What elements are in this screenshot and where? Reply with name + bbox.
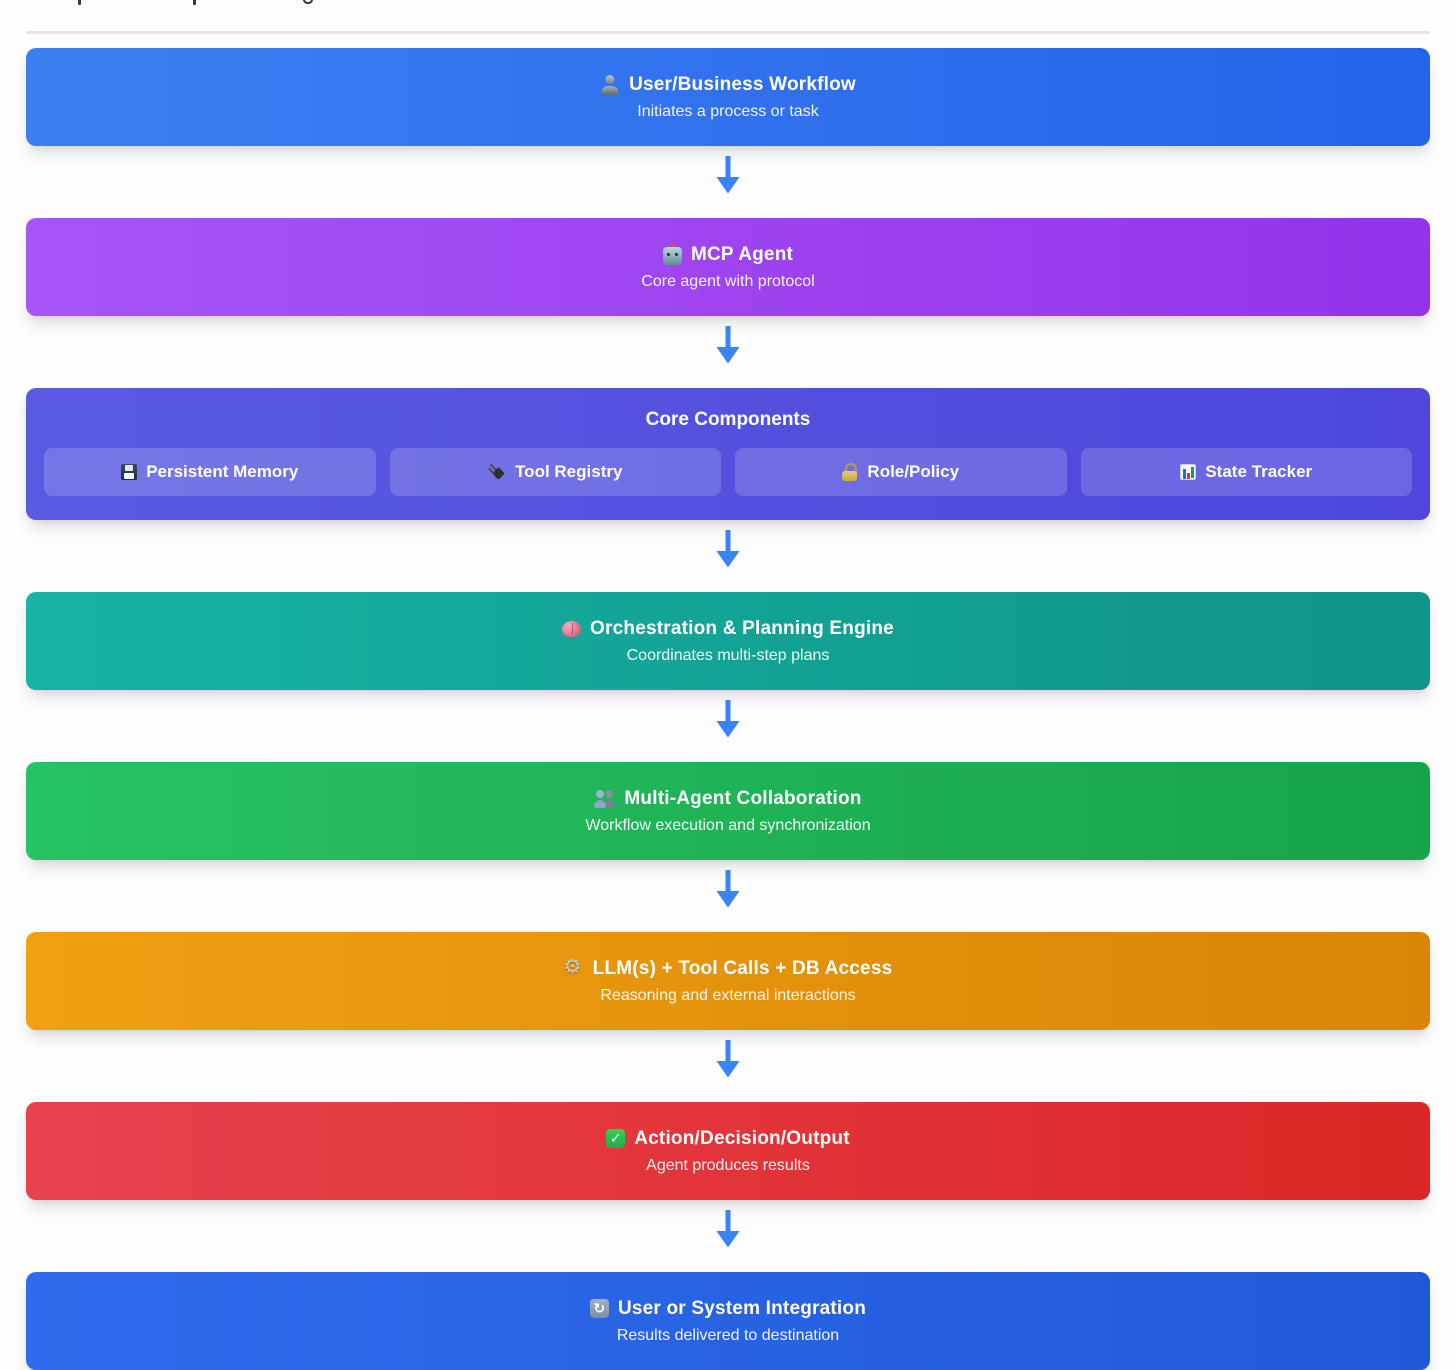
down-arrow-icon (716, 870, 740, 908)
chip-label: Tool Registry (515, 462, 623, 481)
node-title: MCP Agent (690, 243, 794, 265)
down-arrow-icon (716, 530, 740, 568)
node-subtitle: Reasoning and external interactions (600, 986, 856, 1004)
chip-tool-registry: Tool Registry (389, 448, 721, 496)
node-title: User/Business Workflow (629, 73, 856, 95)
node-title: User or System Integration (617, 1297, 867, 1319)
letter-descender-mark (78, 0, 81, 5)
node-title: Core Components (645, 409, 811, 430)
down-arrow-icon (716, 156, 740, 194)
node-title-row: MCP Agent (662, 243, 794, 266)
node-multi-agent-collaboration: Multi-Agent Collaboration Workflow execu… (26, 762, 1430, 860)
robot-icon (662, 246, 682, 265)
electric-plug-icon (488, 463, 506, 481)
node-subtitle: Initiates a process or task (637, 102, 819, 120)
node-title-row: Orchestration & Planning Engine (562, 618, 894, 640)
chip-label: Role/Policy (867, 462, 960, 481)
chip-label: Persistent Memory (146, 462, 299, 481)
check-mark-icon (606, 1129, 626, 1148)
down-arrow-icon (716, 1210, 740, 1248)
node-title-row: User/Business Workflow (600, 74, 856, 96)
node-action-decision-output: Action/Decision/Output Agent produces re… (26, 1102, 1430, 1200)
flow-connector (26, 1200, 1430, 1258)
user-silhouette-icon (600, 75, 620, 95)
gear-icon (564, 956, 584, 980)
node-subtitle: Coordinates multi-step plans (626, 646, 830, 664)
node-user-or-system-integration: User or System Integration Results deliv… (26, 1272, 1430, 1370)
people-icon (594, 789, 615, 808)
arrows-cycle-icon (589, 1299, 609, 1318)
chip-role-policy: Role/Policy (735, 448, 1067, 496)
node-subtitle: Workflow execution and synchronization (585, 816, 871, 834)
flow-connector (26, 146, 1430, 204)
node-title-row: User or System Integration (589, 1297, 867, 1320)
node-subtitle: Core agent with protocol (641, 272, 815, 290)
down-arrow-icon (716, 1040, 740, 1078)
lock-icon (842, 463, 858, 481)
letter-descender-mark (303, 0, 313, 4)
node-llm-tools-db: LLM(s) + Tool Calls + DB Access Reasonin… (26, 932, 1430, 1030)
chip-state-tracker: State Tracker (1080, 448, 1412, 496)
down-arrow-icon (716, 326, 740, 364)
node-user-business-workflow: User/Business Workflow Initiates a proce… (26, 48, 1430, 146)
node-title-row: LLM(s) + Tool Calls + DB Access (564, 956, 893, 980)
node-orchestration-planning-engine: Orchestration & Planning Engine Coordina… (26, 592, 1430, 690)
floppy-disk-icon (121, 464, 138, 480)
flow-connector (26, 690, 1430, 748)
cropped-heading-remnant (26, 0, 1430, 6)
node-title: Action/Decision/Output (634, 1127, 850, 1149)
node-core-components: Core Components Persistent Memory Tool R… (26, 388, 1430, 520)
node-title: Multi-Agent Collaboration (624, 787, 862, 809)
flow-connector (26, 1030, 1430, 1088)
brain-icon (562, 620, 582, 637)
flow-connector (26, 520, 1430, 578)
core-components-row: Persistent Memory Tool Registry Role/Pol… (44, 448, 1412, 496)
node-title-row: Multi-Agent Collaboration (594, 788, 861, 810)
top-divider (26, 31, 1430, 34)
flow-connector (26, 860, 1430, 918)
letter-descender-mark (193, 0, 196, 5)
node-title: LLM(s) + Tool Calls + DB Access (592, 957, 893, 979)
node-subtitle: Results delivered to destination (616, 1326, 840, 1344)
bar-chart-icon (1180, 464, 1197, 480)
chip-label: State Tracker (1205, 462, 1313, 481)
flow-connector (26, 316, 1430, 374)
node-title-row: Action/Decision/Output (606, 1128, 850, 1150)
node-title: Orchestration & Planning Engine (590, 617, 894, 639)
down-arrow-icon (716, 700, 740, 738)
node-mcp-agent: MCP Agent Core agent with protocol (26, 218, 1430, 316)
node-subtitle: Agent produces results (646, 1156, 810, 1174)
chip-persistent-memory: Persistent Memory (44, 448, 376, 496)
